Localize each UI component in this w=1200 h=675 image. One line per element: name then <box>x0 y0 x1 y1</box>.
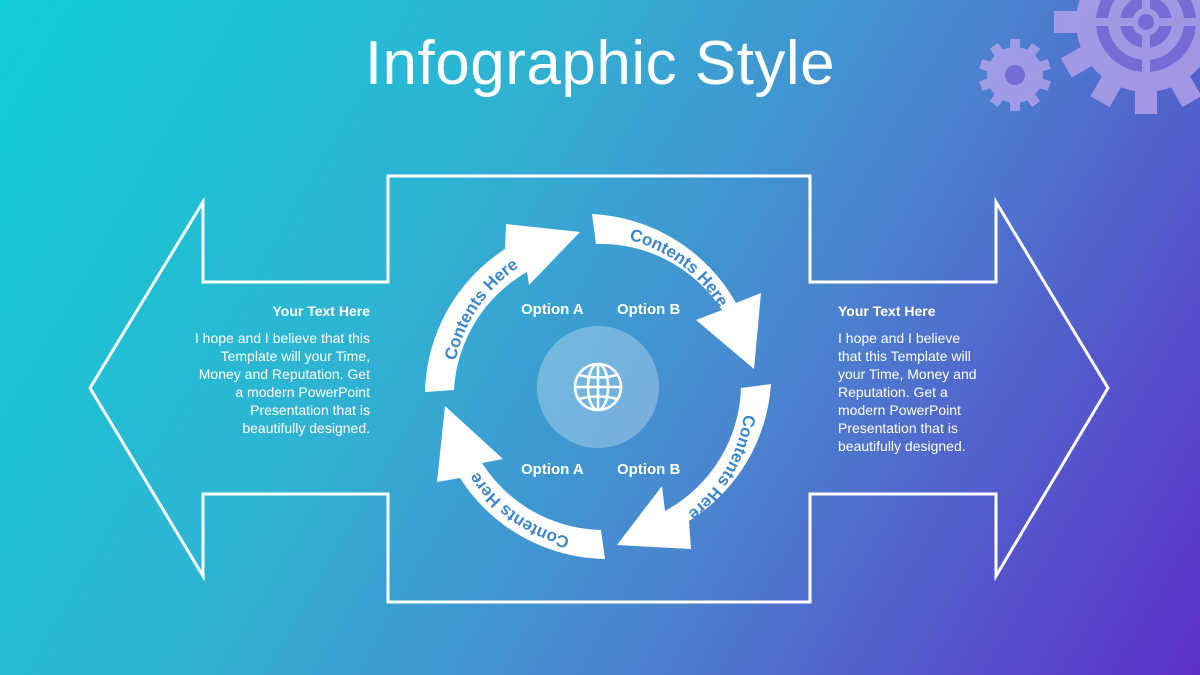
cycle-arrow-top-right <box>592 214 761 369</box>
left-text-block: Your Text Here I hope and I believe that… <box>190 302 370 437</box>
arrow-label: Contents Here <box>685 414 759 525</box>
double-arrow-outline <box>88 174 1110 604</box>
option-label: Option B <box>617 301 681 318</box>
arrow-label: Contents Here <box>465 469 571 552</box>
left-body: I hope and I believe that this Template … <box>194 330 370 436</box>
option-label: Option B <box>617 461 681 478</box>
right-body: I hope and I believe that this Template … <box>838 330 977 454</box>
cycle-arrow-bottom-right <box>617 384 771 549</box>
globe-icon <box>573 362 623 412</box>
right-text-block: Your Text Here I hope and I believe that… <box>838 302 983 455</box>
cycle-arrow-top-left <box>425 224 580 392</box>
option-label: Option A <box>521 461 584 478</box>
left-heading: Your Text Here <box>272 303 370 319</box>
option-label: Option A <box>521 301 584 318</box>
gear-icon <box>1054 0 1200 114</box>
arrow-label: Contents Here <box>628 225 733 310</box>
gear-icon <box>979 39 1051 111</box>
right-heading: Your Text Here <box>838 303 936 319</box>
cycle-arrow-bottom-left <box>437 406 605 559</box>
slide-title: Infographic Style <box>364 29 836 98</box>
